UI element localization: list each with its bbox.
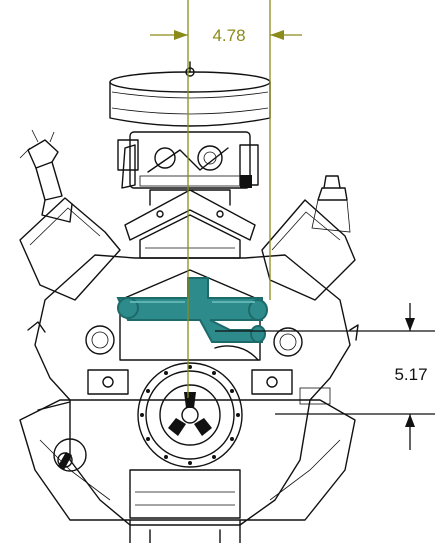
- carburetor: [117, 131, 259, 189]
- left-valve-cover: [19, 129, 121, 301]
- exhaust-crossover-pipe: [116, 277, 268, 343]
- intake-manifold: [124, 189, 256, 259]
- right-valve-cover: [261, 175, 356, 301]
- horizontal-dimension: 4.78: [150, 0, 302, 398]
- engine-block: [27, 254, 359, 401]
- horizontal-dimension-value: 4.78: [212, 26, 245, 45]
- vertical-dimension: 5.17: [215, 303, 435, 450]
- side-brackets: [87, 369, 331, 405]
- air-cleaner: [109, 61, 271, 127]
- vertical-dimension-value: 5.17: [394, 365, 427, 384]
- harmonic-balancer: [137, 362, 243, 468]
- lower-housing: [19, 399, 356, 543]
